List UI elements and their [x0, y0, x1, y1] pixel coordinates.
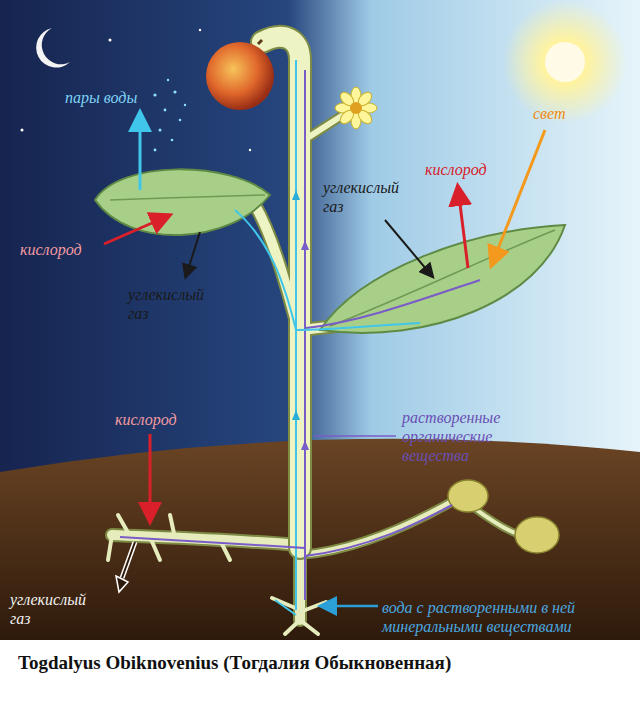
oxygen-label: кислород [115, 410, 177, 429]
caption: Togdalyus Obiknovenius (Тогдалия Обыкнов… [18, 652, 451, 674]
light-label: свет [533, 104, 566, 123]
co2-label: углекислый газ [128, 285, 223, 323]
organics-label: растворенные органические вещества [402, 408, 542, 465]
oxygen-label: кислород [20, 240, 82, 259]
co2-label: углекислый газ [10, 590, 105, 628]
co2-label: углекислый газ [323, 178, 418, 216]
water-label: вода с растворенными в ней минеральными … [382, 598, 632, 636]
vapour-label: пары воды [65, 88, 137, 107]
oxygen-label: кислород [425, 160, 487, 179]
